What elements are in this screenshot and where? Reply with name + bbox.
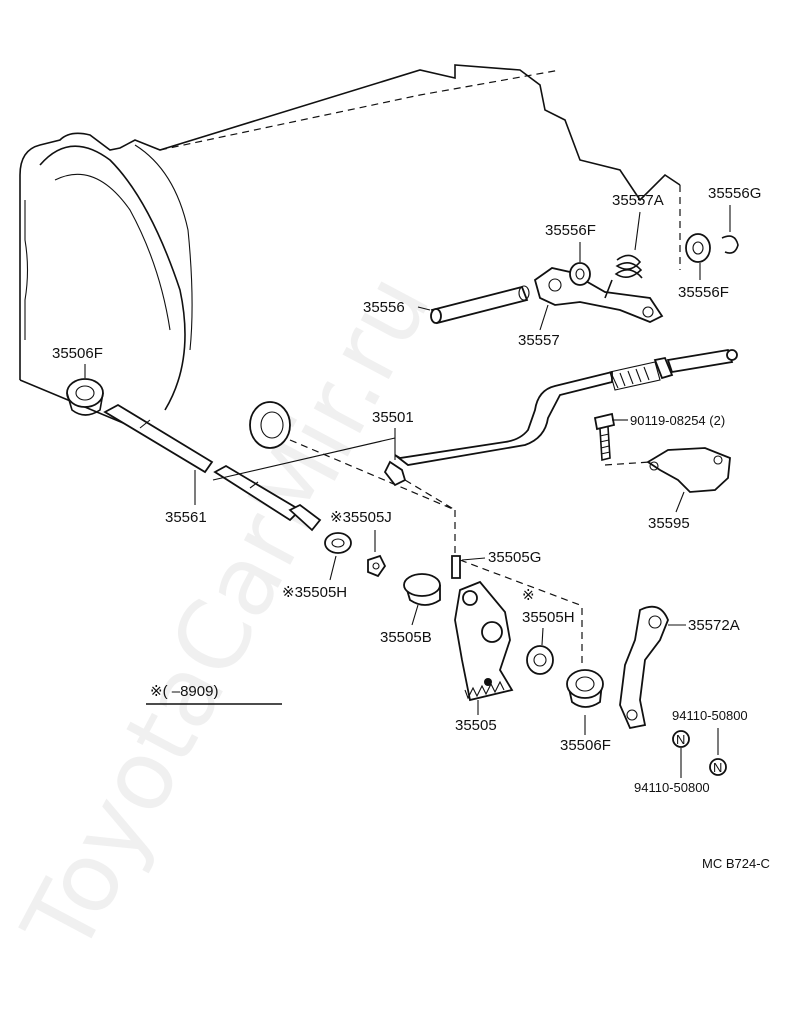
watermark: ToyotaCarMir.ru bbox=[1, 257, 452, 972]
bushing-35506F-top bbox=[66, 378, 104, 416]
footnote: ※( –8909) bbox=[150, 683, 218, 700]
nut-symbol-left: N bbox=[676, 732, 685, 747]
sector-35505 bbox=[454, 580, 514, 702]
label-35506F-bottom: 35506F bbox=[560, 737, 611, 754]
spring-35557A bbox=[604, 254, 643, 299]
label-35505B: 35505B bbox=[380, 629, 432, 646]
label-35556: 35556 bbox=[363, 299, 405, 316]
label-35501: 35501 bbox=[372, 409, 414, 426]
nut-94110-right: N bbox=[709, 758, 727, 776]
bushing-35505B bbox=[403, 573, 441, 606]
label-35556F-right: 35556F bbox=[678, 284, 729, 301]
label-35556G: 35556G bbox=[708, 185, 761, 202]
figure-code: MC B724-C bbox=[702, 856, 770, 871]
label-94110-left: 94110-50800 bbox=[634, 780, 710, 795]
pin-35556 bbox=[430, 285, 530, 325]
nut-94110-left: N bbox=[672, 730, 690, 748]
washer-35505H-right bbox=[526, 645, 554, 675]
label-90119: 90119-08254 (2) bbox=[630, 413, 725, 428]
label-35595: 35595 bbox=[648, 515, 690, 532]
rod-35501 bbox=[383, 348, 738, 487]
label-35557: 35557 bbox=[518, 332, 560, 349]
washer-35556F-left bbox=[569, 262, 591, 286]
label-35505: 35505 bbox=[455, 717, 497, 734]
label-35505G: 35505G bbox=[488, 549, 541, 566]
lever-35572A bbox=[619, 605, 669, 730]
seal bbox=[249, 401, 291, 449]
clip-35556G bbox=[721, 235, 739, 254]
label-35505H-right: 35505H bbox=[522, 609, 575, 626]
label-35572A: 35572A bbox=[688, 617, 740, 634]
lever-35557 bbox=[533, 267, 664, 323]
label-35505J: ※35505J bbox=[330, 509, 392, 526]
label-94110-right: 94110-50800 bbox=[672, 708, 748, 723]
bracket-35595 bbox=[646, 447, 731, 493]
label-35556F-left: 35556F bbox=[545, 222, 596, 239]
washer-35556F-right bbox=[685, 233, 711, 263]
shaft-35561 bbox=[103, 403, 322, 532]
label-35557A: 35557A bbox=[612, 192, 664, 209]
transmission-housing bbox=[19, 64, 681, 456]
bolt-90119 bbox=[593, 412, 616, 462]
clip-35505J bbox=[367, 554, 387, 578]
label-35561: 35561 bbox=[165, 509, 207, 526]
washer-35505H-left bbox=[324, 532, 352, 554]
label-35505H-right-mark: ※ bbox=[522, 587, 535, 604]
label-35505H-left: ※35505H bbox=[282, 584, 347, 601]
label-35506F-top: 35506F bbox=[52, 345, 103, 362]
bushing-35506F-bottom bbox=[566, 669, 604, 708]
nut-symbol-right: N bbox=[713, 760, 722, 775]
pin-35505G bbox=[451, 555, 461, 579]
